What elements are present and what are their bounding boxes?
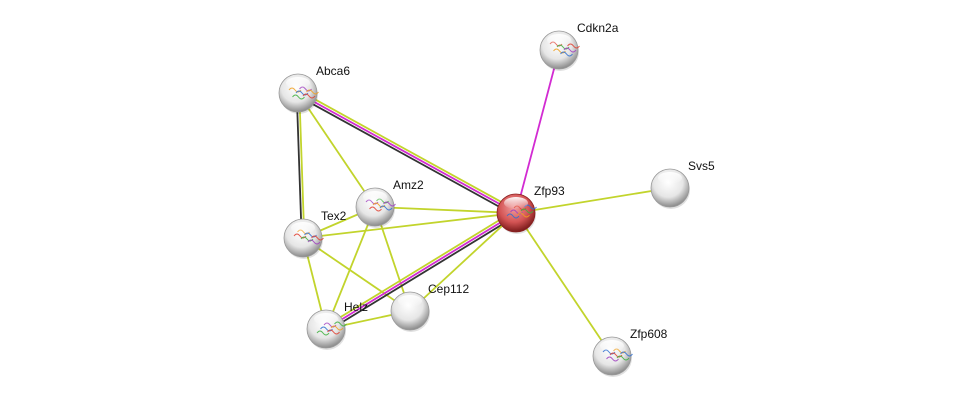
edge-line-coexpression	[295, 93, 303, 239]
node-label: Abca6	[316, 64, 350, 78]
node-label: Tex2	[321, 209, 347, 223]
node-zfp93[interactable]: Zfp93	[496, 184, 565, 234]
node-label: Amz2	[393, 178, 424, 192]
node-label: Zfp608	[630, 327, 668, 341]
edge-line-textmining	[298, 92, 306, 238]
edge-amz2-helz[interactable]	[325, 206, 376, 330]
node-cdkn2a[interactable]: Cdkn2a	[539, 21, 619, 71]
edge-line-textmining	[515, 212, 613, 357]
node-highlight	[600, 340, 624, 352]
edge-line-textmining	[297, 92, 376, 208]
node-highlight	[291, 222, 315, 234]
edge-helz-zfp93[interactable]	[324, 210, 518, 332]
edge-line-experiments	[297, 92, 517, 214]
node-cep112[interactable]: Cep112	[390, 282, 469, 332]
node-tex2[interactable]: Tex2	[283, 209, 347, 259]
edge-line-textmining	[325, 206, 376, 330]
edge-line-textmining	[374, 206, 517, 214]
edge-line-textmining	[324, 210, 516, 328]
node-abca6[interactable]: Abca6	[278, 64, 350, 114]
node-svs5[interactable]: Svs5	[650, 159, 715, 209]
edge-line-coexpression	[326, 214, 518, 332]
node-label: Svs5	[688, 159, 715, 173]
edge-amz2-zfp93[interactable]	[374, 206, 517, 214]
edge-svs5-zfp93[interactable]	[515, 187, 671, 214]
edge-line-textmining	[515, 187, 671, 214]
edge-cep112-zfp93[interactable]	[409, 212, 517, 312]
node-helz[interactable]: Helz	[306, 300, 368, 350]
edge-line-textmining	[302, 212, 517, 239]
edge-tex2-zfp93[interactable]	[302, 212, 517, 239]
edge-line-textmining	[298, 89, 518, 212]
edge-abca6-zfp93[interactable]	[296, 89, 518, 217]
node-highlight	[314, 313, 338, 325]
edge-line-textmining	[302, 237, 411, 312]
edge-zfp93-zfp608[interactable]	[515, 212, 613, 357]
node-highlight	[504, 197, 528, 209]
edge-abca6-tex2[interactable]	[295, 92, 306, 239]
node-amz2[interactable]: Amz2	[355, 178, 424, 228]
node-highlight	[658, 172, 682, 184]
edge-line-coexpression	[296, 94, 516, 217]
node-highlight	[286, 77, 310, 89]
edge-line-textmining	[409, 212, 517, 312]
node-highlight	[398, 295, 422, 307]
edge-abca6-amz2[interactable]	[297, 92, 376, 208]
edge-tex2-cep112[interactable]	[302, 237, 411, 312]
edge-line-experiments	[325, 212, 517, 330]
node-highlight	[547, 34, 571, 46]
edge-cdkn2a-zfp93[interactable]	[515, 49, 560, 214]
node-highlight	[363, 191, 387, 203]
node-label: Helz	[344, 300, 368, 314]
node-label: Zfp93	[534, 184, 565, 198]
edge-line-experiments	[515, 49, 560, 214]
protein-structure-icon	[316, 321, 347, 336]
node-label: Cdkn2a	[577, 21, 619, 35]
node-label: Cep112	[428, 282, 469, 296]
node-zfp608[interactable]: Zfp608	[592, 327, 668, 377]
